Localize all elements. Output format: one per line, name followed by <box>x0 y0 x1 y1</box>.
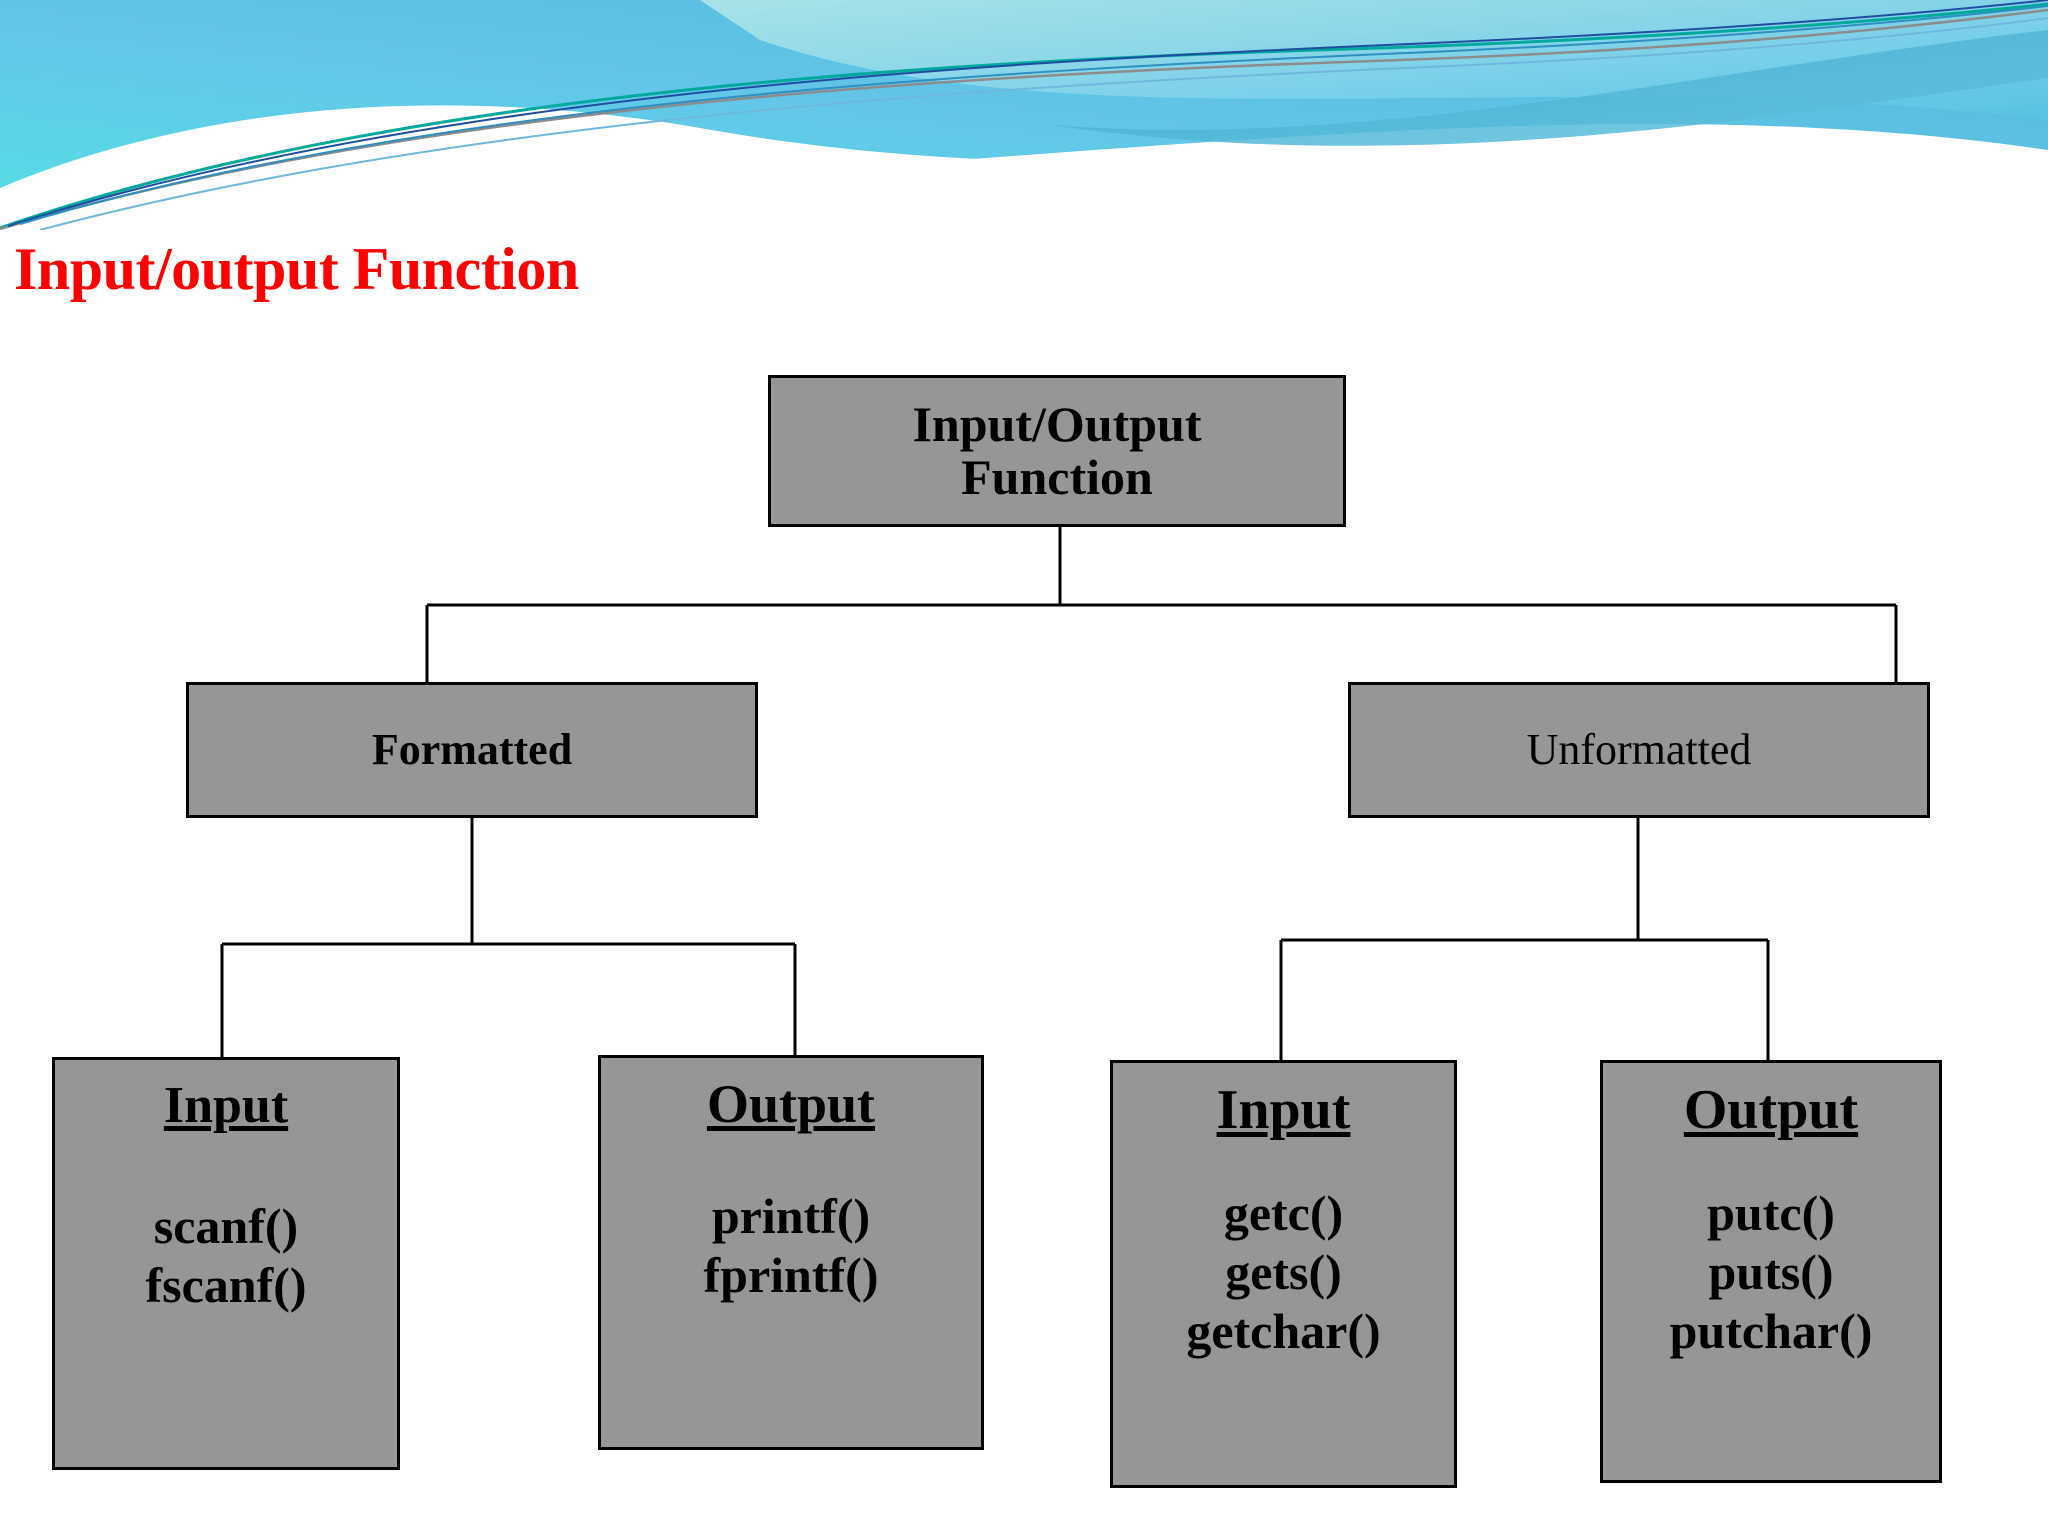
node-formatted-output[interactable]: Output printf() fprintf() <box>598 1055 984 1450</box>
function-item: putc() <box>1707 1185 1835 1242</box>
banner-swoosh-icon <box>0 0 2048 230</box>
node-unformatted-output[interactable]: Output putc() puts() putchar() <box>1600 1060 1942 1483</box>
page-title: Input/output Function <box>14 236 579 302</box>
function-item: putchar() <box>1669 1303 1873 1360</box>
function-item: scanf() <box>153 1198 299 1255</box>
function-item: puts() <box>1708 1244 1834 1301</box>
node-unformatted-input[interactable]: Input getc() gets() getchar() <box>1110 1060 1457 1488</box>
function-item: fprintf() <box>703 1247 879 1304</box>
node-formatted-output-heading: Output <box>706 1074 876 1134</box>
node-formatted[interactable]: Formatted <box>186 682 758 818</box>
node-formatted-label: Formatted <box>371 724 573 774</box>
node-unformatted[interactable]: Unformatted <box>1348 682 1930 818</box>
header-banner <box>0 0 2048 230</box>
function-item: gets() <box>1225 1244 1342 1301</box>
node-unformatted-output-functions: putc() puts() putchar() <box>1670 1184 1873 1361</box>
node-unformatted-input-heading: Input <box>1216 1079 1351 1141</box>
node-unformatted-label: Unformatted <box>1526 724 1752 774</box>
function-item: getc() <box>1223 1185 1344 1242</box>
node-formatted-input-functions: scanf() fscanf() <box>145 1197 306 1315</box>
function-item: fscanf() <box>145 1257 307 1314</box>
node-root-line2: Function <box>961 449 1153 505</box>
node-formatted-input-heading: Input <box>163 1077 289 1134</box>
node-unformatted-input-functions: getc() gets() getchar() <box>1186 1184 1380 1361</box>
node-formatted-input[interactable]: Input scanf() fscanf() <box>52 1057 400 1470</box>
function-item: printf() <box>711 1188 871 1245</box>
node-root-io-function[interactable]: Input/Output Function <box>768 375 1346 527</box>
node-unformatted-output-heading: Output <box>1683 1079 1859 1141</box>
node-formatted-output-functions: printf() fprintf() <box>704 1187 879 1305</box>
node-root-line1: Input/Output <box>912 396 1202 452</box>
function-item: getchar() <box>1186 1303 1381 1360</box>
